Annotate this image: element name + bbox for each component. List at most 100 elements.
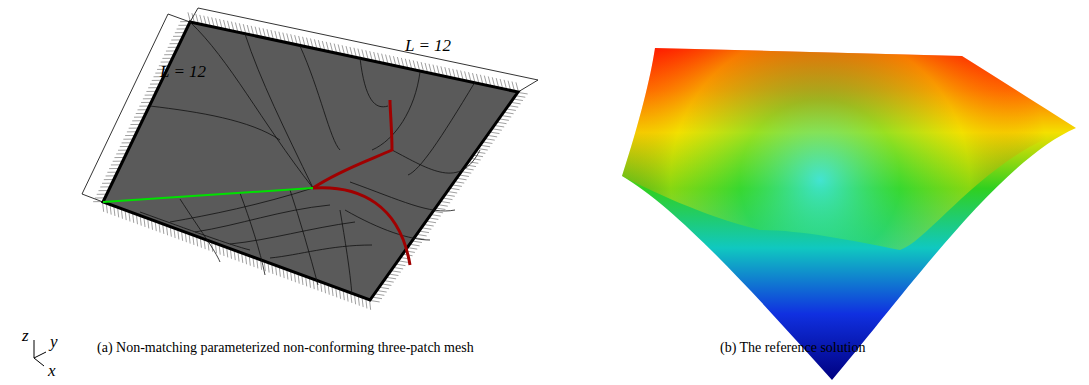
hatch-tick — [148, 87, 157, 88]
hatch-tick — [227, 21, 229, 30]
hatch-tick — [390, 55, 392, 64]
hatch-tick — [138, 109, 147, 110]
hatch-tick — [512, 82, 514, 91]
hatch-tick — [516, 96, 525, 97]
hatch-tick — [98, 190, 107, 191]
hatch-tick — [175, 32, 184, 33]
hatch-tick — [275, 31, 277, 40]
hatch-tick — [181, 232, 183, 241]
hatch-tick — [303, 37, 305, 46]
axis-label: z — [22, 326, 29, 346]
hatch-tick — [328, 286, 330, 295]
hatch-tick — [369, 301, 371, 310]
hatch-tick — [238, 253, 240, 262]
clamp-hatching — [93, 12, 527, 309]
hatch-tick — [100, 186, 109, 187]
hatch-tick — [147, 220, 149, 229]
hatch-tick — [134, 117, 143, 118]
hatch-tick — [301, 276, 303, 285]
hatch-tick — [110, 206, 112, 215]
hatch-tick — [171, 39, 180, 40]
hatch-tick — [488, 76, 490, 85]
hatch-tick — [234, 251, 236, 260]
hatch-tick — [350, 294, 352, 303]
hatch-tick — [457, 70, 459, 79]
hatch-tick — [120, 146, 129, 147]
hatch-tick — [335, 289, 337, 298]
hatch-tick — [481, 145, 490, 146]
hatch-tick — [162, 225, 164, 234]
hatch-tick — [338, 44, 340, 53]
hatch-tick — [247, 25, 249, 34]
hatch-tick — [350, 47, 352, 56]
hatch-tick — [168, 47, 177, 48]
hatch-tick — [152, 80, 161, 81]
hatch-tick — [472, 73, 474, 82]
hatch-tick — [434, 211, 443, 212]
hatch-tick — [116, 153, 125, 154]
hatch-tick — [226, 248, 228, 257]
plate — [103, 22, 518, 300]
hatch-tick — [188, 12, 190, 21]
hatch-tick — [380, 287, 389, 288]
hatch-tick — [216, 18, 218, 27]
hatch-tick — [480, 75, 482, 84]
hatch-tick — [123, 139, 132, 140]
hatch-tick — [472, 159, 481, 160]
interface-curve — [313, 100, 392, 188]
subfigure-caption: (b) The reference solution — [720, 340, 866, 356]
hatch-tick — [458, 178, 467, 179]
hatch-tick — [365, 300, 367, 309]
hatch-tick — [429, 64, 431, 73]
hatch-tick — [109, 168, 118, 169]
hatch-tick — [446, 195, 455, 196]
hatch-tick — [314, 39, 316, 48]
hatch-tick — [378, 53, 380, 62]
hatch-tick — [385, 281, 394, 282]
hatch-tick — [125, 135, 134, 136]
hatch-tick — [430, 218, 439, 219]
hatch-tick — [318, 40, 320, 49]
hatch-tick — [291, 34, 293, 43]
hatch-tick — [97, 194, 106, 195]
hatch-tick — [290, 272, 292, 281]
hatch-tick — [343, 291, 345, 300]
hatch-tick — [504, 80, 506, 89]
hatch-tick — [140, 217, 142, 226]
hatch-tick — [387, 277, 396, 278]
hatch-tick — [145, 95, 154, 96]
hatch-tick — [307, 38, 309, 47]
hatch-tick — [231, 22, 233, 31]
hatch-tick — [417, 61, 419, 70]
hatch-tick — [427, 221, 436, 222]
hatch-tick — [146, 91, 155, 92]
hatch-tick — [212, 17, 214, 26]
hatch-tick — [151, 221, 153, 230]
hatch-tick — [170, 43, 179, 44]
hatch-tick — [143, 98, 152, 99]
hatch-tick — [178, 25, 187, 26]
hatch-tick — [249, 257, 251, 266]
hatch-tick — [279, 32, 281, 41]
hatch-tick — [409, 60, 411, 69]
hatch-tick — [204, 16, 206, 25]
hatch-tick — [505, 112, 514, 113]
hatch-tick — [484, 142, 493, 143]
hatch-tick — [326, 42, 328, 51]
hatch-tick — [476, 74, 478, 83]
hatch-tick — [432, 215, 441, 216]
hatch-tick — [455, 182, 464, 183]
hatch-tick — [390, 274, 399, 275]
hatch-tick — [208, 17, 210, 26]
hatch-tick — [444, 198, 453, 199]
hatch-tick — [386, 55, 388, 64]
hatch-tick — [166, 226, 168, 235]
hatch-tick — [508, 81, 510, 90]
hatch-tick — [215, 244, 217, 253]
hatch-tick — [465, 71, 467, 80]
hatch-tick — [196, 14, 198, 23]
hatch-tick — [283, 33, 285, 42]
dimension-lines — [82, 8, 538, 202]
interface-curve — [313, 188, 410, 265]
